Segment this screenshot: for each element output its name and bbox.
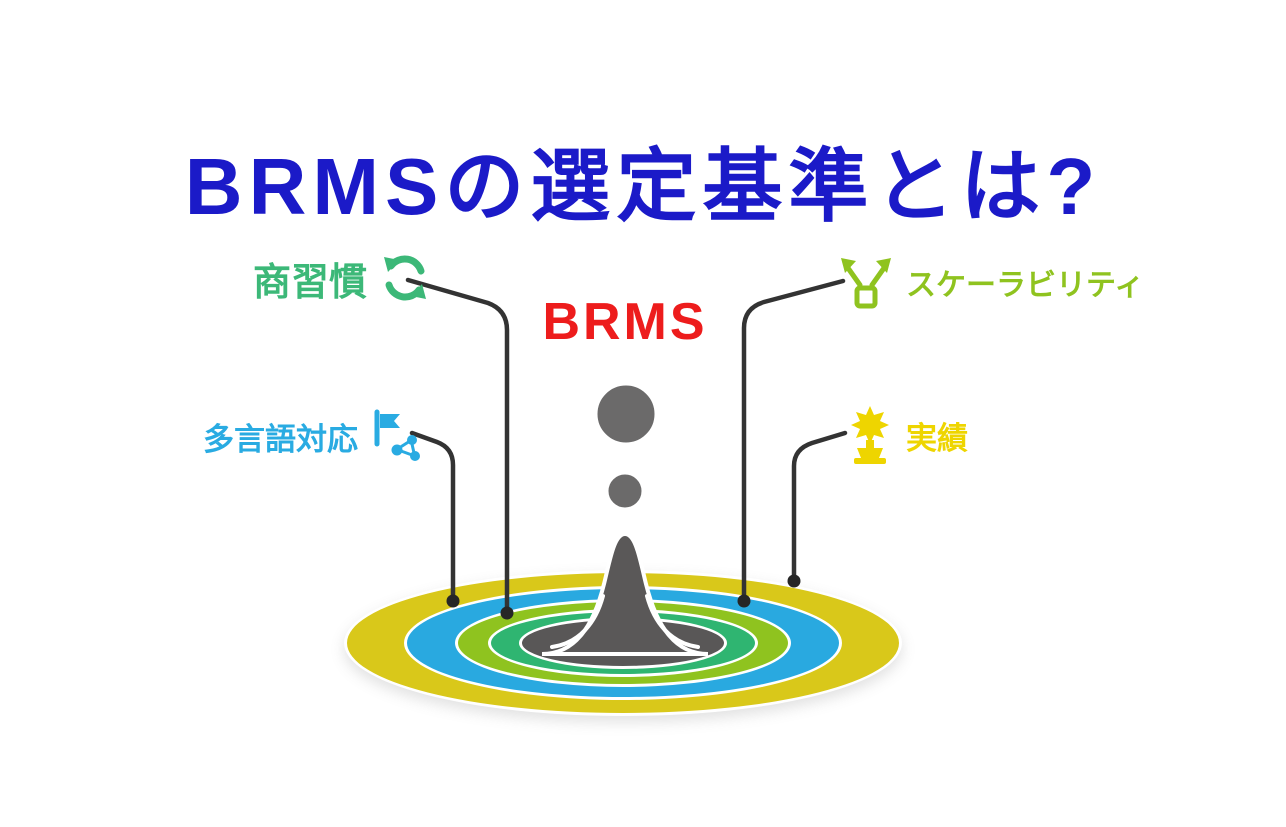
cycle-icon <box>377 250 433 306</box>
criterion-business-practices: 商習慣 <box>253 250 433 306</box>
leader-line-track-record <box>791 430 848 582</box>
multilingual-icon <box>368 408 424 464</box>
water-drop-small <box>603 469 647 513</box>
criterion-scalability: スケーラビリティ <box>836 250 1144 314</box>
trophy-icon <box>844 404 896 466</box>
criterion-multilingual-support: 多言語対応 <box>203 408 424 464</box>
criterion-label: 多言語対応 <box>203 421 358 457</box>
criterion-label: スケーラビリティ <box>906 269 1145 302</box>
center-brms-label: BRMS <box>542 293 708 351</box>
leader-line-scalability <box>741 278 846 602</box>
criterion-label: 商習慣 <box>253 261 368 304</box>
water-drop-large <box>592 380 660 448</box>
criterion-track-record: 実績 <box>844 404 968 466</box>
page-title: BRMSの選定基準とは? <box>184 142 1102 231</box>
criterion-label: 実績 <box>906 420 968 456</box>
expand-arrows-icon <box>836 250 896 314</box>
ripple-ring-center <box>519 617 727 669</box>
